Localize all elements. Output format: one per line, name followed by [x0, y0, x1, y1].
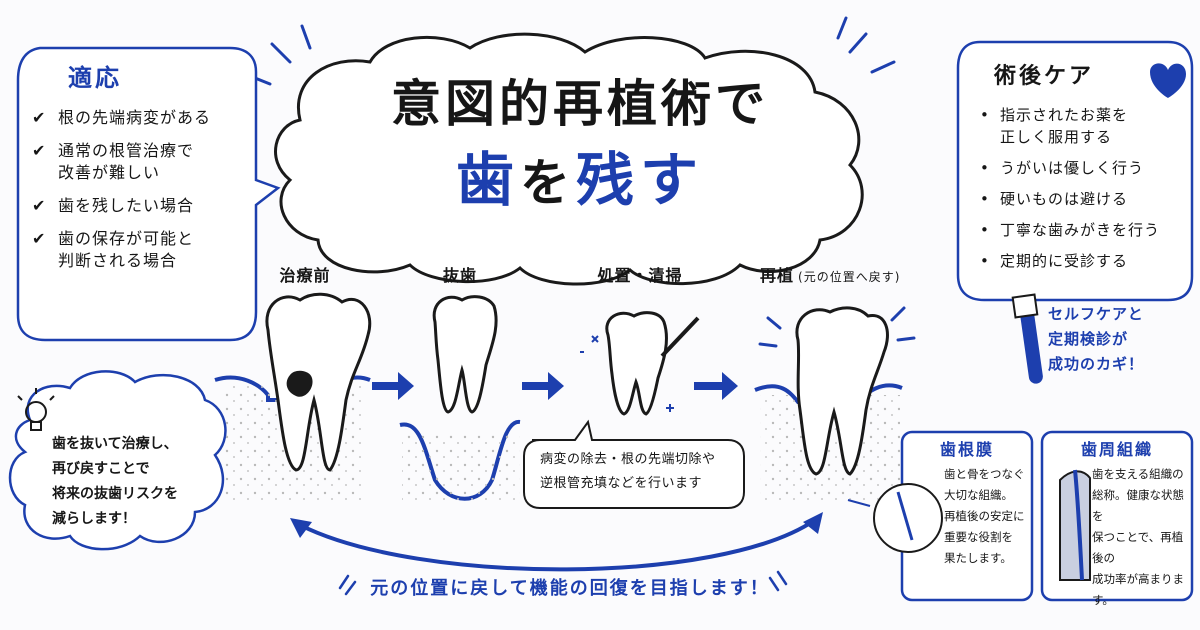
indications-panel: 適応 ✔根の先端病変がある ✔通常の根管治療で 改善が難しい ✔歯を残したい場合…	[32, 58, 252, 283]
indication-item: ✔歯を残したい場合	[32, 196, 195, 215]
tooth-extracted-illustration	[399, 295, 521, 501]
title-particle: を	[520, 154, 576, 212]
aftercare-list: •指示されたお薬を 正しく服用する •うがいは優しく行う •硬いものは避ける •…	[978, 104, 1188, 272]
arrow-1	[372, 372, 414, 400]
tooth-treatment-illustration	[580, 311, 700, 416]
check-icon: ✔	[32, 229, 47, 248]
title-word-keep: 残す	[576, 146, 705, 214]
pdl-box: 歯根膜 歯と骨をつなぐ 大切な組織。 再植後の安定に 重要な役割を 果たします。	[902, 436, 1032, 569]
indication-item: ✔歯の保存が可能と 判断される場合	[32, 229, 195, 270]
indications-list: ✔根の先端病変がある ✔通常の根管治療で 改善が難しい ✔歯を残したい場合 ✔歯…	[32, 107, 252, 272]
aftercare-item: •硬いものは避ける	[980, 190, 1129, 208]
step-label-before: 治療前	[279, 266, 331, 285]
heart-icon	[1150, 63, 1186, 98]
aftercare-bubble	[956, 40, 1194, 302]
aftercare-item: •丁寧な歯みがきを行う	[980, 221, 1161, 239]
periodontal-text: 歯を支える組織の 総称。健康な状態を 保つことで、再植後の 成功率が高まります。	[1092, 467, 1184, 607]
arrow-2	[522, 372, 564, 400]
process-note: 病変の除去・根の先端切除や 逆根管充填などを行います	[540, 452, 716, 491]
aftercare-item: •指示されたお薬を 正しく服用する	[980, 106, 1129, 146]
title-line-2: 歯を残す	[340, 138, 820, 225]
bottom-caption: 元の位置に戻して機能の回復を目指します！	[370, 578, 770, 599]
periodontal-box: 歯周組織 歯を支える組織の 総称。健康な状態を 保つことで、再植後の 成功率が高…	[1042, 436, 1192, 611]
title-cloud	[274, 32, 864, 286]
lightbulb-icon	[17, 388, 55, 431]
indications-heading: 適応	[68, 64, 122, 92]
aftercare-item: •うがいは優しく行う	[980, 159, 1145, 177]
tip-text: 歯を抜いて治療し、 再び戻すことで 将来の抜歯リスクを 減らします！	[52, 436, 178, 527]
indication-item: ✔根の先端病変がある	[32, 108, 212, 127]
pdl-text: 歯と骨をつなぐ 大切な組織。 再植後の安定に 重要な役割を 果たします。	[944, 467, 1025, 565]
title-line-1: 意図的再植術で	[391, 75, 769, 133]
aftercare-heading: 術後ケア	[994, 64, 1095, 89]
tooth-replanted-illustration	[754, 306, 916, 500]
check-icon: ✔	[32, 141, 47, 160]
cycle-arrow	[299, 518, 817, 572]
aftercare-item: •定期的に受診する	[980, 252, 1129, 270]
check-icon: ✔	[32, 108, 47, 127]
pdl-heading: 歯根膜	[939, 440, 994, 459]
step-label-replant-sub: (元の位置へ戻す)	[798, 270, 901, 284]
process-note-bubble	[523, 419, 745, 509]
aftercare-panel: 術後ケア •指示されたお薬を 正しく服用する •うがいは優しく行う •硬いものは…	[978, 58, 1188, 281]
aftercare-key-note: セルフケアと 定期検診が 成功のカギ！	[1048, 305, 1145, 373]
indication-item: ✔通常の根管治療で 改善が難しい	[32, 141, 195, 182]
check-icon: ✔	[32, 196, 47, 215]
page-title: 意図的再植術で 歯を残す	[340, 70, 820, 225]
step-label-replant-main: 再植	[760, 266, 795, 285]
step-label-treatment: 処置・清掃	[597, 266, 683, 285]
tip-cloud	[8, 370, 227, 551]
step-label-extraction: 抜歯	[442, 266, 477, 285]
step-label-replant: 再植(元の位置へ戻す)	[760, 262, 950, 286]
toothbrush-icon	[1011, 293, 1043, 384]
arrow-3	[694, 372, 738, 400]
tooth-before-illustration	[214, 292, 372, 500]
indications-bubble	[16, 46, 281, 342]
periodontal-heading: 歯周組織	[1080, 440, 1153, 459]
title-word-tooth: 歯	[455, 146, 520, 214]
